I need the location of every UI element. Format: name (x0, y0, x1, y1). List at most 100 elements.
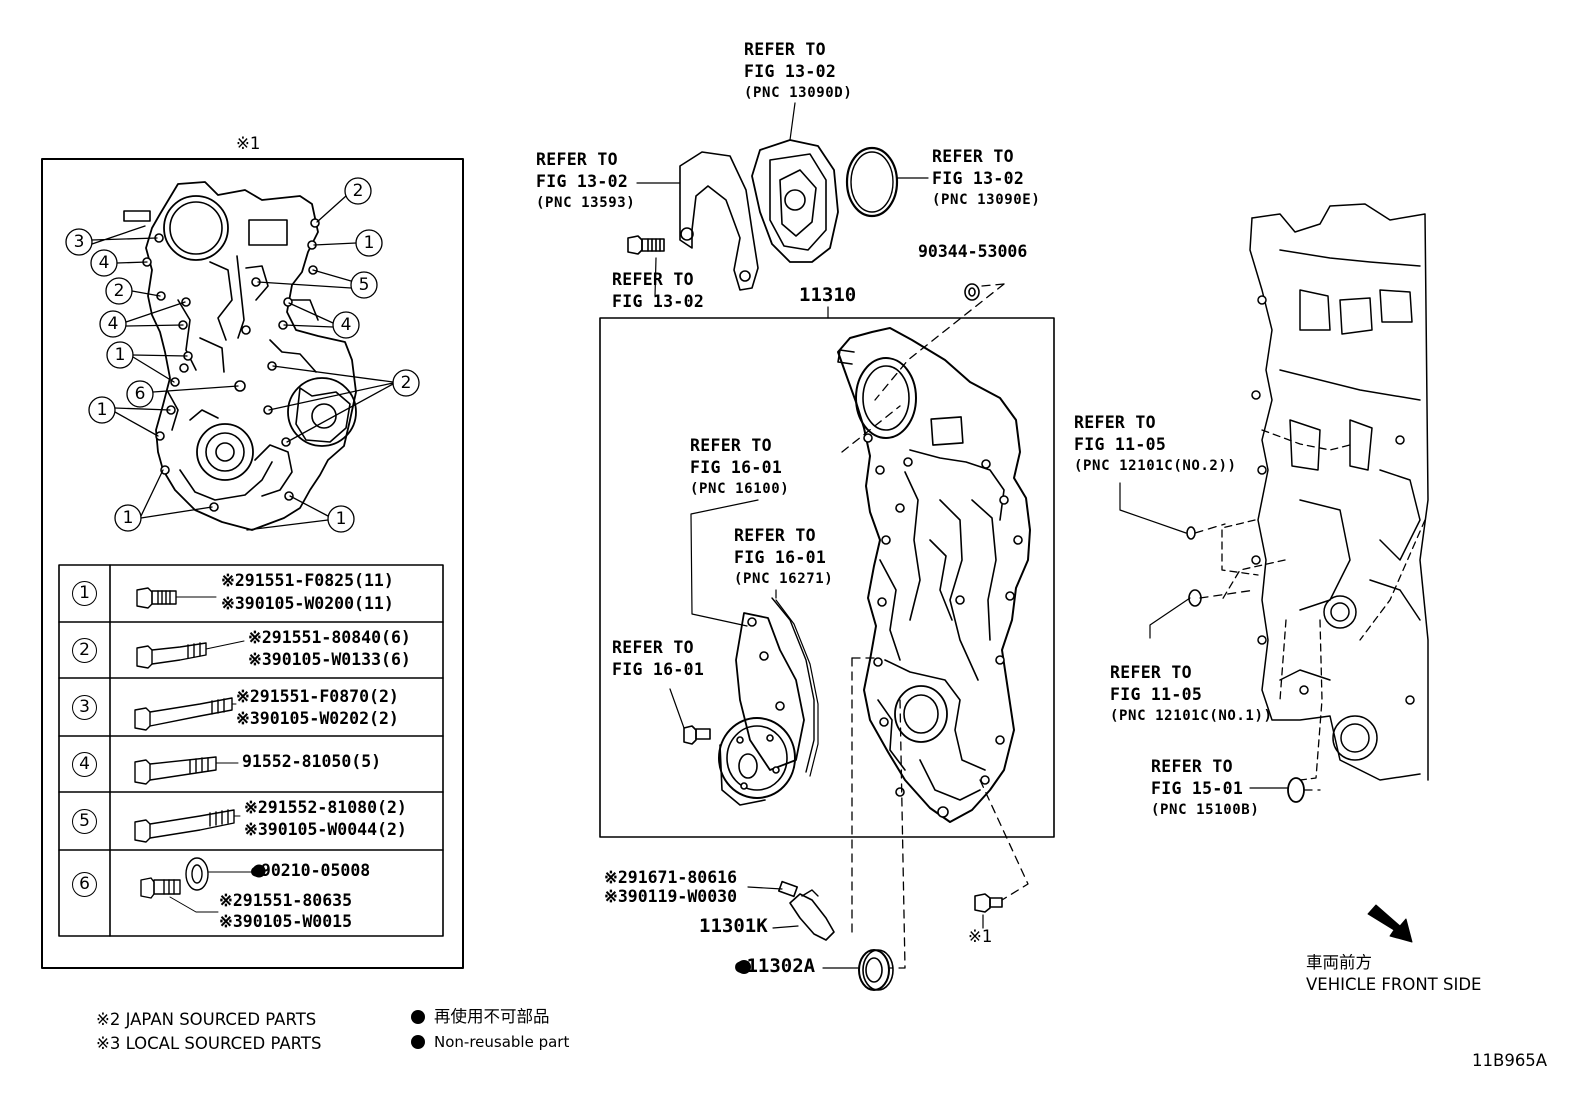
ref-fig-11-05-no2: REFER TO FIG 11-05 (PNC 12101C(NO.2)) (1074, 413, 1237, 474)
inset-callout: 2 (113, 281, 125, 301)
ref-fig-13-02-pnc-13090e: REFER TO FIG 13-02 (PNC 13090E) (932, 148, 1041, 208)
ref-line: (PNC 13090E) (932, 192, 1041, 208)
ref-line: FIG 11-05 (1110, 684, 1203, 704)
table-row-number: 3 (72, 695, 97, 720)
ref-line: REFER TO (612, 638, 694, 657)
engine-block-drawing (1249, 203, 1429, 781)
inset-callout: 1 (363, 233, 375, 253)
inset-callout: 1 (122, 508, 134, 528)
ref-fig-13-02-pnc-13593: REFER TO FIG 13-02 (PNC 13593) (536, 150, 636, 211)
ref-line: (PNC 13090D) (744, 85, 853, 101)
inset-callout: 2 (400, 373, 412, 393)
ref-line: FIG 11-05 (1074, 434, 1167, 454)
part-number: ※291551-80635 (219, 891, 353, 910)
inset-callout: 1 (114, 345, 126, 365)
dashed-leaders (841, 283, 1321, 969)
ref-line: (PNC 13593) (536, 195, 636, 211)
legend-nonreusable-jp: 再使用不可部品 (434, 1007, 550, 1026)
ref-line: (PNC 16100) (690, 481, 790, 497)
bolt-sketches (134, 587, 255, 913)
ref-line: (PNC 12101C(NO.2)) (1074, 458, 1237, 474)
ref-line: FIG 13-02 (744, 61, 837, 81)
vehicle-front-en: VEHICLE FRONT SIDE (1306, 975, 1482, 994)
inset-callout: 3 (73, 232, 85, 252)
front-arrow-icon (1367, 904, 1413, 943)
water-pump-drawing (683, 597, 819, 806)
table-row-number: 4 (72, 752, 97, 777)
diagram-id: 11B965A (1472, 1051, 1548, 1070)
table-row-number: 5 (72, 809, 97, 834)
inset-callout: 6 (134, 384, 146, 404)
timing-cover-drawing (837, 327, 1031, 823)
ref-line: FIG 15-01 (1151, 778, 1244, 798)
ref-line: FIG 13-02 (932, 168, 1025, 188)
ref-line: REFER TO (1074, 413, 1156, 432)
inset-callout: 1 (335, 509, 347, 529)
ref-line: REFER TO (536, 150, 618, 169)
ref-line: REFER TO (1151, 757, 1233, 776)
part-label-seal: ●11302A (735, 955, 816, 977)
legend-japan-sourced: ※2 JAPAN SOURCED PARTS (96, 1010, 317, 1029)
table-row-number: 1 (72, 581, 97, 606)
lower-parts-drawing (777, 880, 1003, 991)
inset-callout: 5 (358, 275, 370, 295)
engine-block-dashed (1221, 429, 1426, 781)
part-number: ※390105-W0202(2) (236, 709, 399, 728)
part-number: ※390105-W0200(11) (221, 594, 394, 613)
inset-callout: 4 (107, 314, 119, 334)
ref-line: (PNC 12101C(NO.1)) (1110, 708, 1273, 724)
part-number: ※390105-W0044(2) (244, 820, 407, 839)
ref-line: REFER TO (1110, 663, 1192, 682)
ref-line: FIG 13-02 (536, 171, 629, 191)
table-row-number: 2 (72, 638, 97, 663)
legend-local-sourced: ※3 LOCAL SOURCED PARTS (96, 1034, 322, 1053)
ref-fig-16-01-bolt: REFER TO FIG 16-01 (612, 638, 705, 679)
ref-fig-13-02-bolt: REFER TO FIG 13-02 (612, 270, 705, 311)
ref-line: (PNC 15100B) (1151, 802, 1260, 818)
ref-line: (PNC 16271) (734, 571, 834, 587)
part-label-sensor: 11301K (699, 915, 768, 937)
ref-line: FIG 13-02 (612, 291, 705, 311)
non-reusable-bullets (252, 864, 751, 1049)
inset-callout-leaders (65, 177, 420, 533)
inset-callout: 1 (96, 400, 108, 420)
inset-marker: ※1 (236, 134, 261, 153)
ref-fig-16-01-pnc-16100: REFER TO FIG 16-01 (PNC 16100) (690, 437, 790, 497)
ref-fig-13-02-pnc-13090d: REFER TO FIG 13-02 (PNC 13090D) (744, 40, 853, 101)
ref-line: FIG 16-01 (734, 547, 827, 567)
ref-line: REFER TO (612, 270, 694, 289)
table-row-number: 6 (72, 872, 97, 897)
ref-fig-11-05-no1: REFER TO FIG 11-05 (PNC 12101C(NO.1)) (1110, 663, 1273, 724)
part-number: ※291551-F0825(11) (221, 571, 394, 590)
part-number: ※390105-W0133(6) (248, 650, 411, 669)
vehicle-front-jp: 車両前方 (1306, 953, 1372, 972)
ref-line: REFER TO (744, 40, 826, 59)
part-number: ※390105-W0015 (219, 912, 353, 931)
part-number: ※291551-F0870(2) (236, 687, 399, 706)
legend-nonreusable-en: Non-reusable part (434, 1033, 570, 1051)
ref-fig-15-01: REFER TO FIG 15-01 (PNC 15100B) (1151, 757, 1260, 818)
ref-fig-16-01-pnc-16271: REFER TO FIG 16-01 (PNC 16271) (734, 526, 834, 587)
top-parts-drawing (627, 139, 980, 301)
part-number: ※291551-80840(6) (248, 628, 411, 647)
ref-line: FIG 16-01 (690, 457, 783, 477)
part-label-bolt-marker: ※1 (968, 927, 993, 946)
part-number: ※291552-81080(2) (244, 798, 407, 817)
leader-lines (636, 102, 1288, 969)
inset-frame (41, 158, 464, 969)
part-number: ●90210-05008 (251, 861, 371, 880)
part-number: 91552-81050(5) (242, 752, 382, 771)
part-label-sensor-bolt-jp: ※291671-80616 (604, 868, 738, 887)
ref-line: FIG 16-01 (612, 659, 705, 679)
inset-cover-drawing (123, 181, 357, 531)
inset-callout: 2 (352, 181, 364, 201)
ref-line: REFER TO (734, 526, 816, 545)
inset-callout: 4 (340, 315, 352, 335)
bolt-table-grid (58, 564, 444, 937)
inset-callout: 4 (98, 253, 110, 273)
part-label-sensor-bolt-local: ※390119-W0030 (604, 887, 738, 906)
part-label-plug: 90344-53006 (918, 242, 1028, 261)
part-label-cover: 11310 (799, 284, 857, 306)
